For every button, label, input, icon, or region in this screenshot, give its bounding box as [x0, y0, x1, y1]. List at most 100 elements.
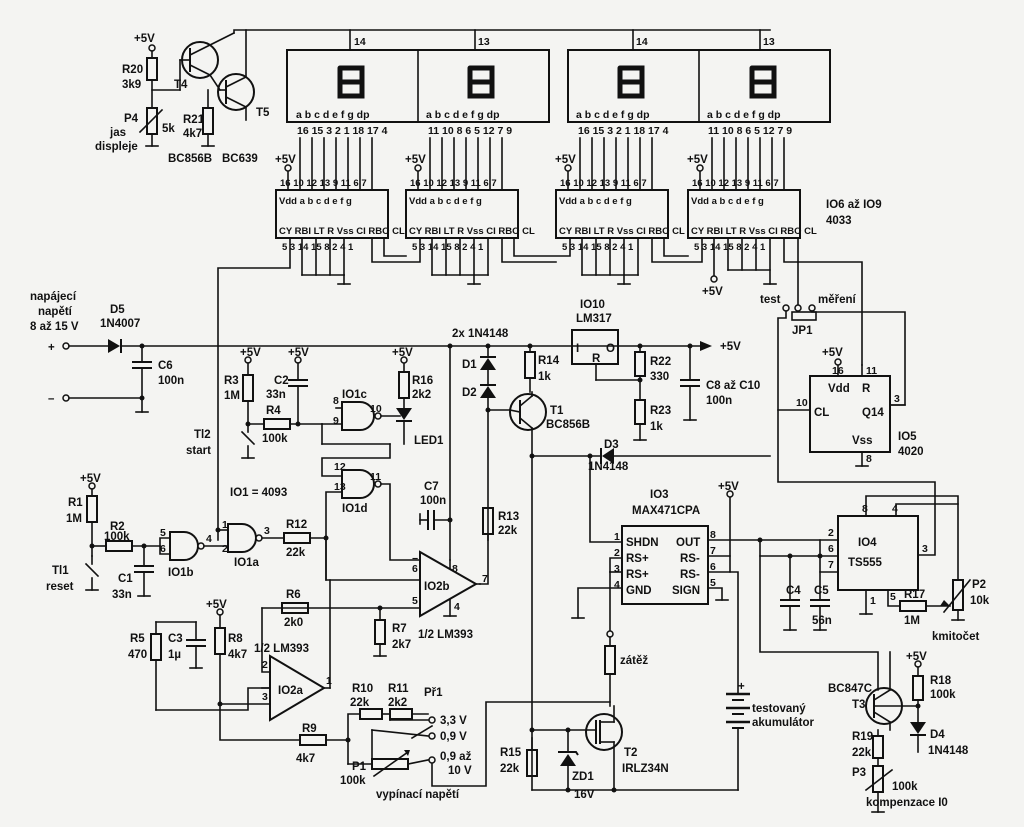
- r18-supply: +5V: [906, 651, 927, 663]
- r1-supply: +5V: [80, 473, 101, 485]
- opt-0v9: 0,9 V: [440, 731, 467, 743]
- ti2-start: start: [186, 445, 211, 457]
- io4-pin3: 3: [922, 543, 928, 555]
- io4-pin7: 7: [828, 559, 834, 571]
- brightness-circuit: +5V: [134, 29, 255, 147]
- disp-pins-1: 16 15 3 2 1 18 17 4: [297, 125, 388, 137]
- r11-label: R11: [388, 683, 409, 695]
- r5-value: 470: [128, 649, 147, 661]
- pr1-label: Př1: [424, 687, 443, 699]
- opt-3v3: 3,3 V: [440, 715, 467, 727]
- disp-pins-3: 16 15 3 2 1 18 17 4: [578, 125, 669, 137]
- io3-supply: +5V: [718, 481, 739, 493]
- io1-type: IO1 = 4093: [230, 487, 287, 499]
- disp-pins-4: 11 10 8 6 5 12 7 9: [708, 125, 792, 137]
- diodes-label: 2x 1N4148: [452, 328, 509, 340]
- ic4-bot-names: CY RBI LT R Vss CI RBO CL: [691, 226, 817, 237]
- io5-vdd: Vdd: [828, 383, 850, 395]
- opt-range-to: 10 V: [448, 765, 472, 777]
- jp1-mereni: měření: [818, 294, 857, 306]
- d3-diode: [529, 448, 771, 464]
- seg-letters-4: a b c d e f g dp: [707, 109, 781, 121]
- io2b-pin5: 5: [412, 595, 418, 607]
- p2-label: P2: [972, 579, 986, 591]
- battery-label-1: testovaný: [752, 703, 806, 715]
- ic1-top-names: Vdd a b c d e f g: [279, 196, 352, 207]
- io1d-pin13: 13: [334, 481, 346, 493]
- io1c-label: IO1c: [342, 389, 368, 401]
- t1-type: BC856B: [546, 419, 590, 431]
- driver-plus5v: +5V: [702, 286, 723, 298]
- c4-label: C4: [786, 585, 801, 597]
- io2b-pin4: 4: [454, 601, 460, 613]
- svg-text:+5V: +5V: [134, 33, 155, 45]
- io5-cl: CL: [814, 407, 829, 419]
- regulator-output: +5V: [720, 341, 741, 353]
- jumper-and-counter: [777, 261, 936, 556]
- io5-label: IO5: [898, 431, 917, 443]
- c6-label: C6: [158, 360, 173, 372]
- regulator-lm317: [571, 329, 700, 441]
- c7-r13: [419, 343, 494, 585]
- c3-label: C3: [168, 633, 183, 645]
- r8-value: 4k7: [228, 649, 247, 661]
- kompenzace-label: kompenzace I0: [866, 797, 948, 809]
- led1-label: LED1: [414, 435, 444, 447]
- ic4-top-pins: 16 10 12 13 9 11 6 7: [692, 178, 779, 189]
- io10-pin-i: I: [576, 343, 579, 355]
- seg-letters-3: a b c d e f g dp: [576, 109, 650, 121]
- r7-value: 2k7: [392, 639, 411, 651]
- vypinaci-napeti: vypínací napětí: [376, 789, 460, 801]
- load-switch-t2: [526, 705, 739, 793]
- r20-label: R20: [122, 64, 143, 76]
- io2b-label: IO2b: [424, 581, 450, 593]
- c5-label: C5: [814, 585, 829, 597]
- jp1-label: JP1: [792, 325, 813, 337]
- battery: [726, 571, 750, 791]
- io1a-label: IO1a: [234, 557, 260, 569]
- io10-type: LM317: [576, 313, 612, 325]
- io2a-type: 1/2 LM393: [254, 643, 309, 655]
- r16-value: 2k2: [412, 389, 431, 401]
- c5-value: 56n: [812, 615, 832, 627]
- pin-13-b: 13: [763, 36, 775, 48]
- io2b-pin8: 8: [452, 563, 458, 575]
- t1-label: T1: [550, 405, 564, 417]
- io5-supply: +5V: [822, 347, 843, 359]
- io1a-pin2: 2: [222, 543, 228, 555]
- io3-pin5: 5: [710, 577, 716, 589]
- io3-pin1: 1: [614, 531, 620, 543]
- t5-type: BC639: [222, 153, 258, 165]
- r15-value: 22k: [500, 763, 520, 775]
- c8-label: C8 až C10: [706, 380, 760, 392]
- disp-pins-2: 11 10 8 6 5 12 7 9: [428, 125, 512, 137]
- power-input: [62, 339, 712, 413]
- io3-pin4: 4: [614, 579, 620, 591]
- r11-value: 2k2: [388, 697, 407, 709]
- c2-label: C2: [274, 375, 289, 387]
- d2-label: D2: [462, 387, 477, 399]
- c7-value: 100n: [420, 495, 446, 507]
- io3-out: OUT: [676, 537, 700, 549]
- io1a-pin3: 3: [264, 525, 270, 537]
- c7-label: C7: [424, 481, 439, 493]
- r14-value: 1k: [538, 371, 551, 383]
- r10-value: 22k: [350, 697, 370, 709]
- reset-circuit: [84, 482, 329, 597]
- pin-14-b: 14: [636, 36, 648, 48]
- display-module-left: [286, 49, 550, 123]
- r14-label: R14: [538, 355, 560, 367]
- io2b-minus: −: [412, 553, 418, 565]
- io3-type: MAX471CPA: [632, 505, 700, 517]
- start-circuit: [240, 356, 323, 459]
- c2-supply: +5V: [288, 347, 309, 359]
- compensation-t3: [759, 555, 926, 813]
- c2-value: 33n: [266, 389, 286, 401]
- svg-text:+5V: +5V: [555, 154, 576, 166]
- io6-io9-label: IO6 až IO9: [826, 199, 882, 211]
- io1b-pin4: 4: [206, 533, 212, 545]
- r4-value: 100k: [262, 433, 288, 445]
- io4-pin1: 1: [870, 595, 876, 607]
- io1d-pin11: 11: [370, 471, 381, 483]
- p4-label: P4: [124, 113, 139, 125]
